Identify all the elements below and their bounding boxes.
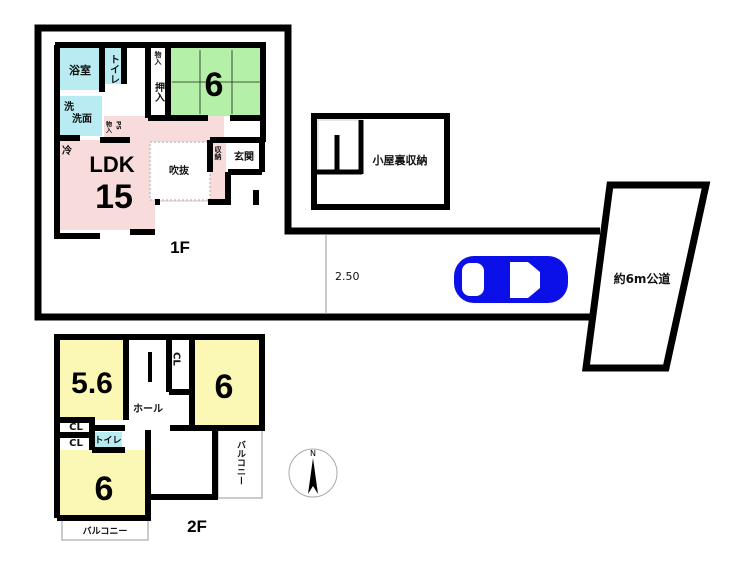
fridge-label: 冷 (62, 144, 72, 157)
balcony-right-label: バルコニー (235, 440, 246, 485)
wash1-label: 洗 (64, 100, 74, 113)
cl-left2-label: CL (69, 438, 83, 449)
toilet-2f-label: トイレ (94, 435, 121, 446)
ldk-label: LDK (89, 152, 134, 177)
bedroom-6-right (190, 340, 260, 426)
toilet-label: トイレ (108, 54, 120, 84)
genkan-label: 玄関 (234, 150, 254, 163)
toilet-2f (95, 432, 122, 448)
car-icon (454, 256, 568, 303)
ldk-room (60, 140, 155, 230)
washitsu-size: 6 (205, 66, 224, 104)
balcony-bottom-label: バルコニー (83, 526, 128, 537)
washroom (58, 96, 102, 136)
bedroom-5-6 (60, 340, 125, 420)
toilet-1f (104, 48, 122, 84)
floor-2: 5.6 6 6 ホール CL CL CL トイレ バルコニー バルコニー 2F (54, 334, 265, 541)
floor-2-label: 2F (187, 517, 207, 536)
north-compass-icon: N (288, 448, 338, 498)
shuno-label: 収納 (214, 145, 223, 161)
void-label: 吹抜 (169, 164, 190, 177)
bedroom-5-6-size: 5.6 (71, 367, 113, 400)
road-label: 約6m公道 (614, 271, 671, 286)
wash2-label: 洗面 (72, 112, 92, 125)
floor-1-label: 1F (170, 238, 190, 257)
storage-small-label: 物入 (105, 120, 113, 134)
closet-label: 物入 (154, 50, 163, 66)
bath-label: 浴室 (69, 63, 91, 77)
bedroom-6-bottom (60, 450, 148, 516)
hall-label: ホール (133, 403, 163, 415)
cl-right-label: CL (171, 352, 182, 366)
north-label: N (310, 449, 316, 458)
ps-label: PS (115, 121, 122, 130)
driveway-width: 2.50 (335, 270, 360, 283)
floor-1: 浴室 トイレ 物入 押入 洗 洗面 物入 PS 冷 吹抜 収納 玄関 6 LDK… (54, 42, 266, 257)
bedroom-6-bottom-size: 6 (95, 470, 114, 508)
oshiire-label: 押入 (153, 81, 165, 103)
bath-room (58, 48, 102, 90)
ldk-size: 15 (95, 178, 133, 216)
site-outline (34, 24, 600, 321)
attic-storage: 小屋裏収納 (311, 113, 450, 210)
cl-left1-label: CL (69, 422, 83, 433)
bedroom-6-right-size: 6 (215, 368, 234, 406)
public-road (582, 181, 711, 372)
attic-label: 小屋裏収納 (372, 153, 428, 167)
